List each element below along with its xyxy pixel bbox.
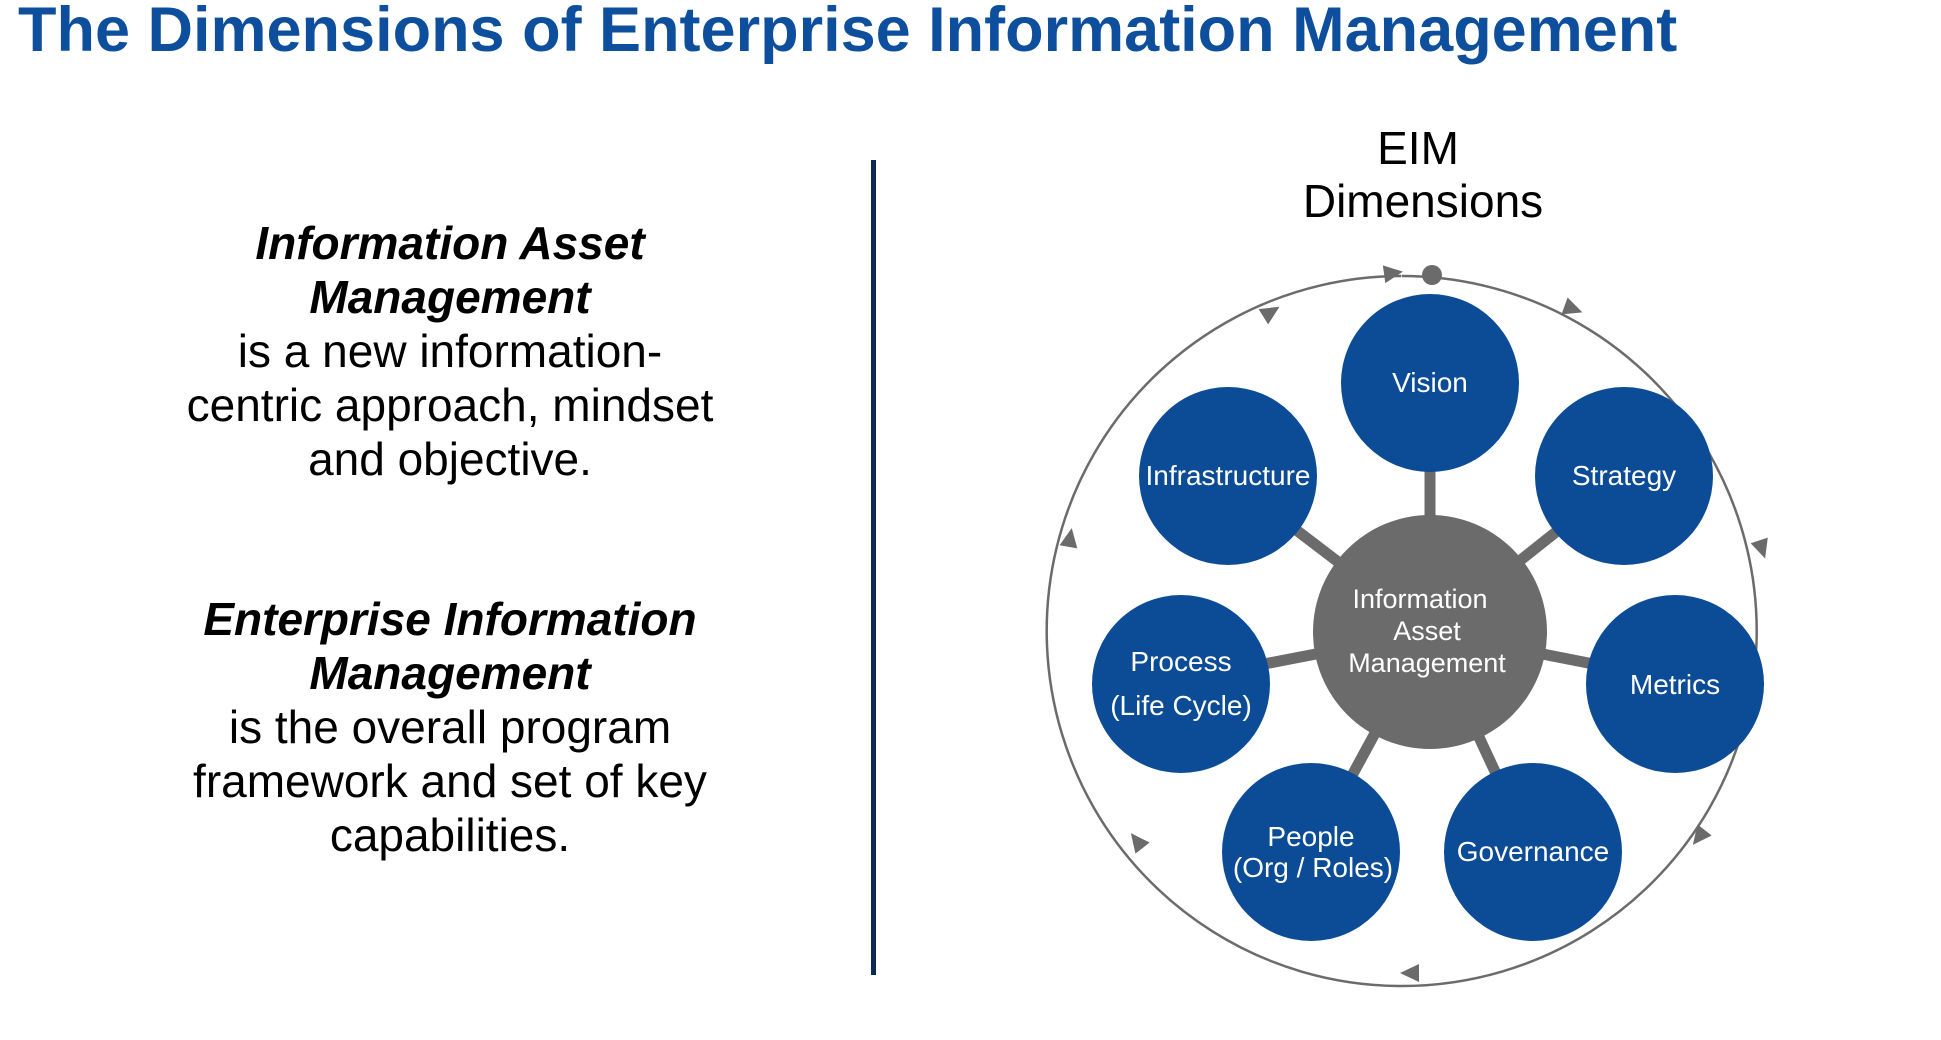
node-label: Infrastructure	[1146, 460, 1311, 491]
term-line: Management	[309, 647, 591, 699]
information-asset-management-definition: Information Asset Management is a new in…	[100, 216, 800, 486]
term-line: Management	[309, 271, 591, 323]
term-line: Enterprise Information	[203, 593, 697, 645]
definition-line: capabilities.	[329, 809, 571, 861]
node-circle	[1586, 595, 1764, 773]
hub-node: Information Asset Management	[1313, 515, 1547, 749]
enterprise-information-management-definition: Enterprise Information Management is the…	[100, 592, 800, 862]
cycle-arrow-icon	[1692, 824, 1712, 845]
node-circle	[1139, 387, 1317, 565]
cycle-arrow-icon	[1750, 537, 1768, 559]
hub-label-line: Asset	[1393, 616, 1461, 646]
term-line: Information Asset	[255, 217, 645, 269]
definition-line: centric approach, mindset	[186, 379, 714, 431]
node-infrastructure: Infrastructure	[1139, 387, 1317, 565]
hub-label-line: Information	[1352, 584, 1487, 614]
diagram-title-line: Dimensions	[1303, 175, 1543, 227]
node-label-line: Process	[1130, 646, 1231, 677]
cycle-arrow-icon	[1561, 297, 1583, 315]
cycle-arrow-icon	[1258, 306, 1280, 325]
node-strategy: Strategy	[1535, 387, 1713, 565]
definition-line: and objective.	[308, 433, 592, 485]
cycle-arrows	[1059, 265, 1768, 982]
diagram-title-line: EIM	[1377, 122, 1459, 174]
node-people: People (Org / Roles)	[1222, 763, 1400, 941]
page-title: The Dimensions of Enterprise Information…	[18, 0, 1678, 65]
hub-label-line: Management	[1348, 648, 1506, 678]
node-label-line: People	[1267, 821, 1354, 852]
definition-line: is the overall program	[228, 701, 672, 753]
node-metrics: Metrics	[1586, 595, 1764, 773]
node-label-line: (Org / Roles)	[1233, 852, 1393, 883]
vertical-divider	[871, 160, 876, 975]
node-vision: Vision	[1341, 294, 1519, 472]
node-label-line: (Life Cycle)	[1110, 690, 1252, 721]
node-label: Strategy	[1572, 460, 1676, 491]
node-label: Vision	[1392, 367, 1468, 398]
cycle-arrow-icon	[1059, 528, 1078, 549]
node-circle	[1535, 387, 1713, 565]
cycle-arrow-icon	[1382, 265, 1403, 284]
node-governance: Governance	[1444, 763, 1622, 941]
node-label: Governance	[1457, 836, 1610, 867]
definition-line: framework and set of key	[193, 755, 707, 807]
hub-circle	[1313, 515, 1547, 749]
node-process: Process (Life Cycle)	[1092, 595, 1270, 773]
cycle-arrow-icon	[1130, 833, 1150, 854]
cycle-start-dot	[1422, 265, 1442, 285]
node-circle	[1092, 595, 1270, 773]
node-circle	[1222, 763, 1400, 941]
cycle-arrow-icon	[1400, 964, 1419, 982]
node-circle	[1341, 294, 1519, 472]
definition-line: is a new information-	[237, 325, 663, 377]
node-circle	[1444, 763, 1622, 941]
node-label: Metrics	[1630, 669, 1720, 700]
